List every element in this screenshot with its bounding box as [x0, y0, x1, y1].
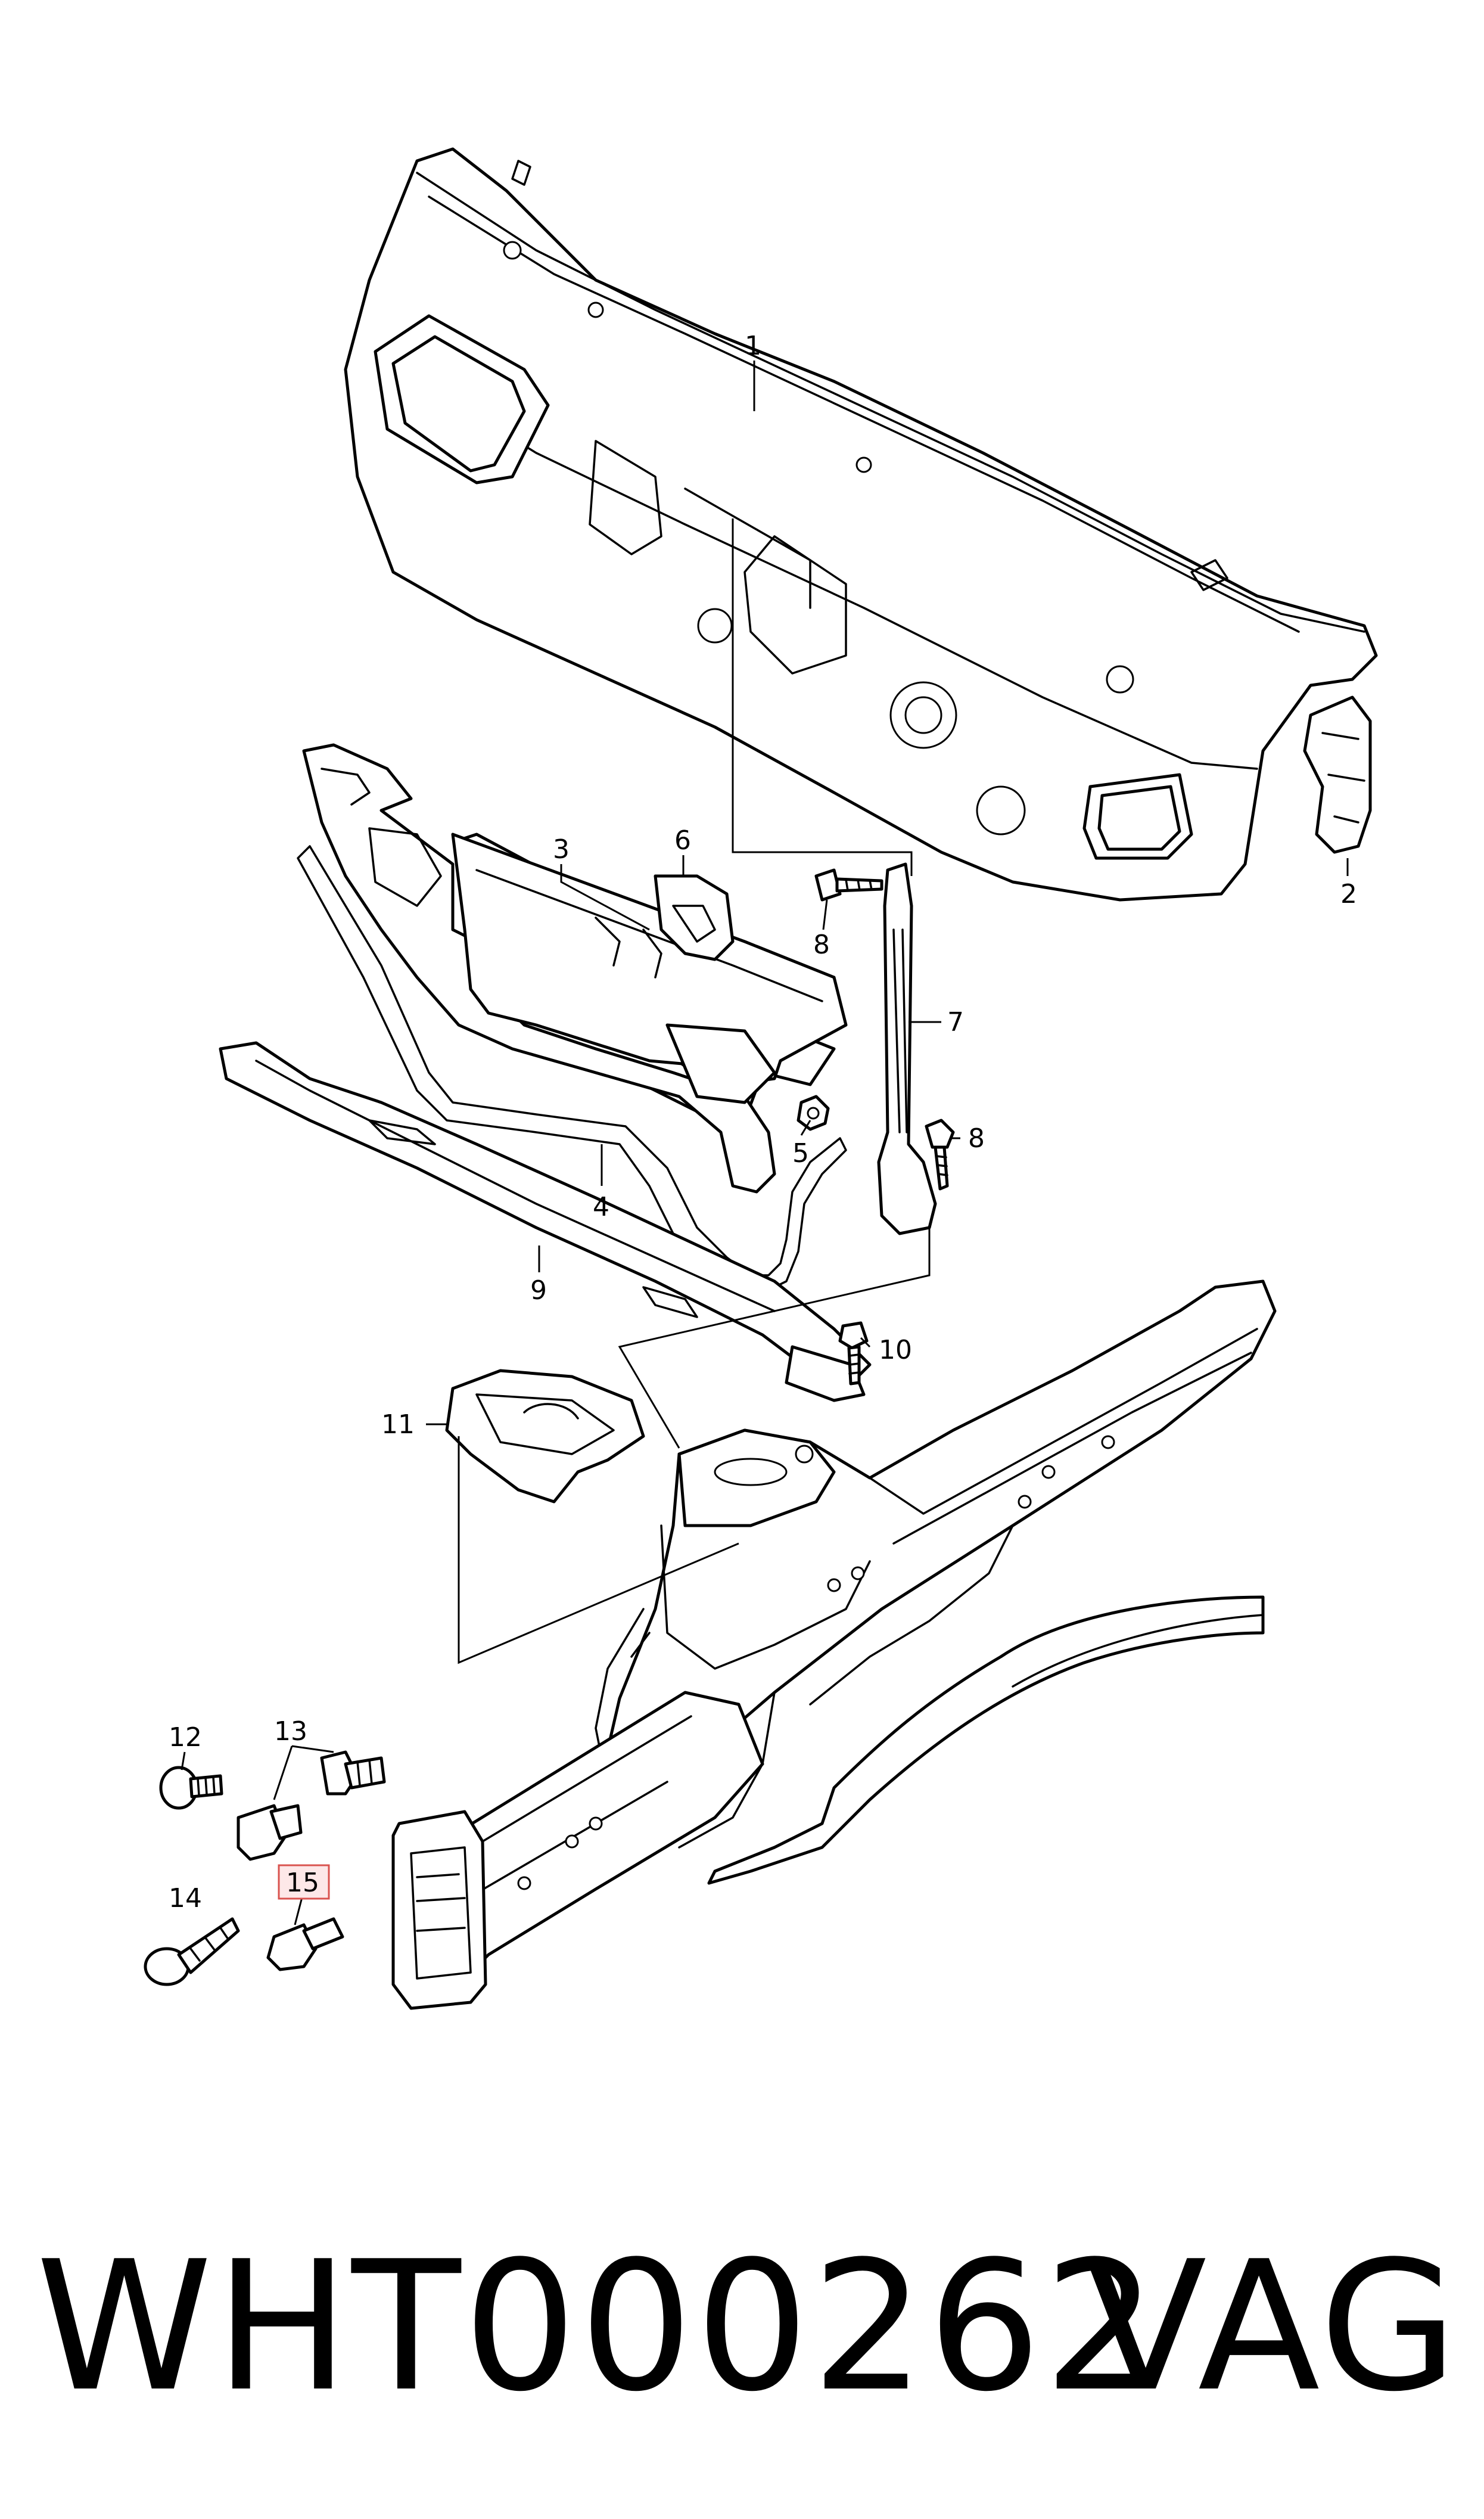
part-14-clip [144, 1917, 240, 1986]
brand-name: VAG [1084, 2223, 1460, 2431]
callout-4: 4 [593, 1192, 609, 1222]
part-4-seal-strip [297, 845, 847, 1294]
callout-7: 7 [947, 1007, 964, 1038]
part-9-cross-member [219, 1041, 872, 1402]
part-13-lead [273, 1745, 334, 1800]
callout-14: 14 [169, 1883, 202, 1914]
callout-8-lower: 8 [968, 1123, 985, 1154]
callout-12: 12 [169, 1722, 202, 1753]
callout-2: 2 [1340, 879, 1357, 909]
part-1-bulkhead-panel [344, 147, 1378, 902]
callout-15-highlight [278, 1864, 330, 1900]
part-13-fastener-b [320, 1750, 386, 1796]
callout-8-upper: 8 [813, 930, 830, 960]
footer: WHT000262 VAG [0, 2229, 1484, 2425]
group-bracket-1 [732, 518, 913, 876]
part-4-splash-shield [302, 743, 776, 1194]
leader-lines [181, 361, 1349, 1771]
part-2-side-bracket [1303, 695, 1372, 854]
part-11-strut-mount-bracket [445, 1369, 645, 1504]
group-bracket-3 [458, 1436, 739, 1664]
part-7-strut-brace [877, 862, 937, 1235]
part-3-panel-main [451, 833, 848, 1104]
part-longitudinal-rail [391, 1691, 764, 2010]
callout-labels: 1 2 3 4 5 6 7 8 8 9 10 11 12 13 14 15 [169, 331, 1357, 1914]
callout-10: 10 [879, 1335, 912, 1365]
part-5-nut [797, 1095, 830, 1131]
part-10-bolt [838, 1321, 869, 1386]
callout-11: 11 [381, 1409, 415, 1440]
callout-3: 3 [553, 834, 570, 865]
part-15-lead [294, 1894, 304, 1925]
part-8-bolt-lower [925, 1119, 955, 1191]
callout-1: 1 [745, 331, 761, 361]
callout-13: 13 [274, 1716, 307, 1747]
part-15-bolt [266, 1917, 344, 1971]
callout-5: 5 [792, 1138, 809, 1169]
part-13-fastener-a [237, 1804, 303, 1861]
callout-6: 6 [674, 825, 691, 856]
group-bracket-2 [618, 1228, 931, 1449]
callout-9: 9 [530, 1275, 547, 1306]
part-12-screw [159, 1766, 223, 1810]
exploded-parts-diagram: 1 2 3 4 5 6 7 8 8 9 10 11 12 13 14 15 [144, 147, 1378, 2010]
part-6-bracket [654, 874, 735, 961]
part-number: WHT000262 [36, 2223, 1160, 2431]
callout-15: 15 [286, 1868, 319, 1898]
part-8-bolt-upper [814, 868, 883, 902]
